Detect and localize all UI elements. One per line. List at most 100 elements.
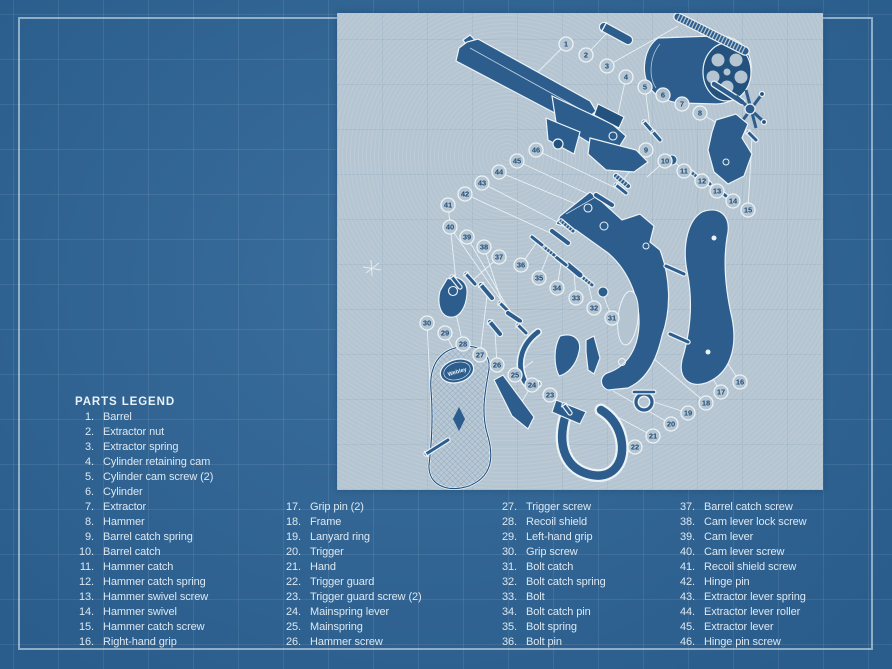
svg-text:28: 28: [459, 340, 467, 349]
callout-5: 5: [637, 79, 653, 95]
left-grip-part: Webley: [427, 344, 493, 490]
leader-line-38: [483, 246, 504, 307]
svg-text:26: 26: [493, 361, 501, 370]
svg-text:13: 13: [713, 187, 721, 196]
svg-text:29: 29: [441, 329, 449, 338]
legend-item: 41.Recoil shield screw: [680, 561, 797, 573]
barrel-part: [455, 34, 627, 155]
legend-item: 5.Cylinder cam screw (2): [85, 471, 214, 483]
scratch-mark: [362, 259, 382, 277]
svg-text:35: 35: [535, 274, 543, 283]
small-part-screw: [746, 130, 758, 142]
small-part-screw: [424, 438, 450, 456]
legend-item: 23.Trigger guard screw (2): [286, 591, 422, 603]
callout-4: 4: [618, 69, 634, 85]
small-part-pin: [506, 311, 522, 323]
small-part-screw: [488, 320, 502, 336]
callout-1: 1: [558, 36, 574, 52]
callout-43: 43: [474, 175, 490, 191]
svg-text:21: 21: [649, 432, 657, 441]
legend-item: 2.Extractor nut: [85, 426, 165, 438]
legend-item: 30.Grip screw: [502, 546, 578, 558]
callout-2: 2: [578, 47, 594, 63]
leader-line-15: [747, 136, 753, 211]
legend-item: 20.Trigger: [286, 546, 344, 558]
svg-text:9: 9: [644, 146, 648, 155]
leader-line-43: [481, 182, 568, 228]
legend-item: 1.Barrel: [85, 411, 132, 423]
callout-34: 34: [549, 280, 565, 296]
small-part-screw: [600, 23, 632, 44]
callout-38: 38: [476, 239, 492, 255]
legend-item: 10.Barrel catch: [79, 546, 161, 558]
callout-41: 41: [440, 197, 456, 213]
svg-text:5: 5: [643, 83, 647, 92]
callout-32: 32: [586, 300, 602, 316]
svg-text:12: 12: [698, 177, 706, 186]
small-part-screw: [562, 403, 572, 415]
parts-legend-title: PARTS LEGEND: [75, 396, 176, 408]
legend-item: 37.Barrel catch screw: [680, 501, 793, 513]
callout-10: 10: [657, 153, 673, 169]
legend-item: 28.Recoil shield: [502, 516, 588, 528]
leader-line-39: [466, 236, 514, 318]
svg-text:46: 46: [532, 146, 540, 155]
legend-item: 45.Extractor lever: [680, 621, 774, 633]
legend-item: 25.Mainspring: [286, 621, 363, 633]
svg-text:32: 32: [590, 304, 598, 313]
callout-19: 19: [680, 405, 696, 421]
svg-text:11: 11: [680, 167, 688, 176]
callout-14: 14: [725, 193, 741, 209]
legend-item: 3.Extractor spring: [85, 441, 179, 453]
legend-item: 7.Extractor: [85, 501, 147, 513]
recoil-shield-part: [438, 276, 468, 318]
svg-text:40: 40: [446, 223, 454, 232]
small-part-screw: [450, 275, 462, 289]
callout-21: 21: [645, 428, 661, 444]
svg-text:39: 39: [463, 233, 471, 242]
callout-31: 31: [604, 310, 620, 326]
callout-30: 30: [419, 315, 435, 331]
legend-item: 27.Trigger screw: [502, 501, 591, 513]
svg-text:1: 1: [564, 40, 568, 49]
callout-42: 42: [457, 186, 473, 202]
callout-3: 3: [599, 58, 615, 74]
svg-text:25: 25: [511, 371, 519, 380]
hand-part: [585, 335, 601, 375]
legend-item: 12.Hammer catch spring: [79, 576, 206, 588]
leader-line-3: [606, 25, 679, 67]
svg-text:31: 31: [608, 314, 616, 323]
small-part-pin: [530, 235, 544, 247]
svg-text:19: 19: [684, 409, 692, 418]
small-part-pin: [594, 193, 614, 207]
callout-44: 44: [491, 164, 507, 180]
svg-text:30: 30: [423, 319, 431, 328]
svg-text:2: 2: [584, 51, 588, 60]
callout-28: 28: [455, 336, 471, 352]
callout-markers: 1234567891011121314151617181920212223242…: [419, 36, 756, 455]
callout-9: 9: [638, 142, 654, 158]
callout-17: 17: [713, 384, 729, 400]
callout-18: 18: [698, 395, 714, 411]
svg-text:10: 10: [661, 157, 669, 166]
leader-line-42: [464, 193, 560, 238]
svg-text:8: 8: [698, 109, 702, 118]
callout-7: 7: [674, 96, 690, 112]
legend-item: 42.Hinge pin: [680, 576, 750, 588]
leader-line-18: [652, 357, 707, 404]
legend-item: 16.Right-hand grip: [79, 636, 177, 648]
legend-item: 22.Trigger guard: [286, 576, 375, 588]
legend-item: 15.Hammer catch screw: [79, 621, 205, 633]
callout-39: 39: [459, 229, 475, 245]
legend-item: 44.Extractor lever roller: [680, 606, 801, 618]
small-part: [583, 203, 593, 213]
svg-text:37: 37: [495, 253, 503, 262]
small-part: [608, 131, 618, 141]
small-part-screw: [614, 183, 628, 195]
small-part-pin: [550, 229, 570, 245]
callout-35: 35: [531, 270, 547, 286]
small-part-screw: [516, 323, 528, 335]
legend-item: 9.Barrel catch spring: [85, 531, 193, 543]
